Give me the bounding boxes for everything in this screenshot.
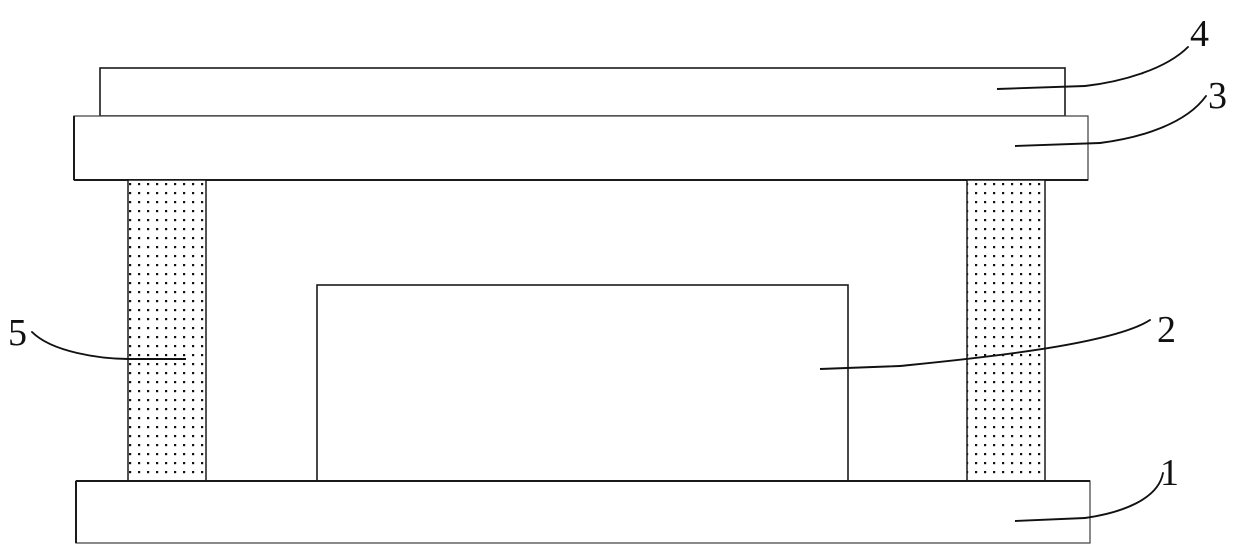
- part-upper-slab: [73, 115, 1089, 181]
- part-inner-block: [316, 284, 849, 482]
- leader-line-3: [1014, 95, 1207, 147]
- leader-line-4: [996, 46, 1189, 90]
- leader-line-5: [31, 331, 186, 360]
- reference-label-1: 1: [1160, 452, 1179, 494]
- reference-label-3: 3: [1208, 75, 1227, 117]
- reference-label-2: 2: [1157, 309, 1176, 351]
- part-right-hatched-column: [966, 179, 1046, 482]
- leader-line-2: [819, 319, 1151, 370]
- part-left-hatched-column: [127, 179, 207, 482]
- reference-label-4: 4: [1190, 13, 1209, 55]
- part-top-plate: [99, 67, 1066, 117]
- reference-label-5: 5: [8, 312, 27, 354]
- leader-line-1: [1014, 472, 1164, 522]
- part-base-plate: [75, 480, 1091, 544]
